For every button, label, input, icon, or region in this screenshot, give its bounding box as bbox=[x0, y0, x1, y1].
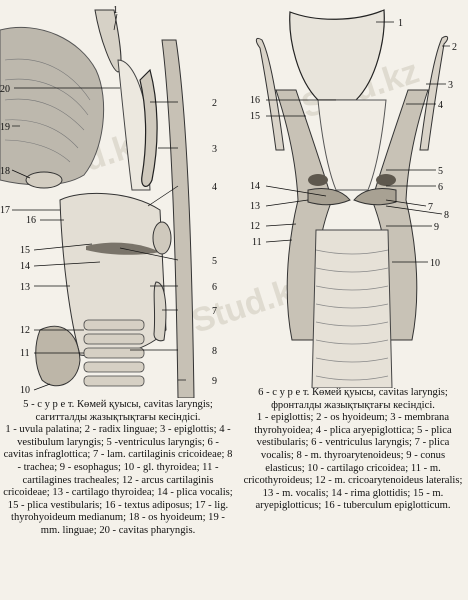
caption-heading: 5 - с у р е т. Көмей қуысы, cavitas lary… bbox=[23, 399, 213, 423]
label: 11 bbox=[20, 348, 30, 359]
label: 14 bbox=[20, 261, 30, 272]
pharyngeal-cavity bbox=[117, 59, 151, 191]
label: 13 bbox=[20, 282, 30, 293]
trachea bbox=[311, 229, 393, 388]
label: 3 bbox=[448, 80, 453, 91]
sagittal-section-figure: 1 2 3 4 5 6 7 8 9 10 11 12 13 14 15 16 1… bbox=[0, 5, 217, 398]
label: 15 bbox=[250, 111, 260, 122]
caption-heading: 6 - с у р е т. Көмей қуысы, cavitas lary… bbox=[258, 387, 448, 411]
label: 11 bbox=[252, 237, 262, 248]
figure-caption-right: 6 - с у р е т. Көмей қуысы, cavitas lary… bbox=[240, 387, 466, 513]
label: 9 bbox=[212, 376, 217, 387]
pharyngeal-wall bbox=[161, 39, 195, 398]
label: 8 bbox=[444, 210, 449, 221]
uvula bbox=[94, 9, 122, 73]
label: 7 bbox=[212, 306, 217, 317]
label: 5 bbox=[212, 256, 217, 267]
vocal-fold-right bbox=[353, 187, 397, 206]
cricoid-lamina bbox=[153, 281, 167, 342]
label: 4 bbox=[438, 100, 443, 111]
hyoid bbox=[25, 171, 63, 189]
label: 1 bbox=[113, 5, 118, 16]
label: 10 bbox=[430, 258, 440, 269]
label: 16 bbox=[250, 95, 260, 106]
label: 13 bbox=[250, 201, 260, 212]
figure-caption-left: 5 - с у р е т. Көмей қуысы, cavitas lary… bbox=[2, 399, 234, 538]
tracheal-rings bbox=[83, 319, 145, 387]
laryngeal-cavity bbox=[317, 99, 387, 191]
label: 15 bbox=[20, 245, 30, 256]
label: 7 bbox=[428, 202, 433, 213]
label: 18 bbox=[0, 166, 10, 177]
label: 17 bbox=[0, 205, 10, 216]
label: 5 bbox=[438, 166, 443, 177]
hyoid-right bbox=[419, 35, 449, 151]
label: 12 bbox=[20, 325, 30, 336]
label: 2 bbox=[212, 98, 217, 109]
ventricle-right bbox=[376, 174, 396, 186]
arytenoid bbox=[152, 221, 172, 255]
label: 6 bbox=[212, 282, 217, 293]
label: 2 bbox=[452, 42, 457, 53]
label: 12 bbox=[250, 221, 260, 232]
label: 19 bbox=[0, 122, 10, 133]
label: 9 bbox=[434, 222, 439, 233]
label: 3 bbox=[212, 144, 217, 155]
larynx bbox=[59, 193, 167, 357]
label: 4 bbox=[212, 182, 217, 193]
ventricle-left bbox=[308, 174, 328, 186]
label: 16 bbox=[26, 215, 36, 226]
label: 6 bbox=[438, 182, 443, 193]
label: 1 bbox=[398, 18, 403, 29]
frontal-section-figure: 1 2 3 4 5 6 7 8 9 10 11 12 13 14 15 16 bbox=[250, 9, 457, 388]
vocal-fold-left bbox=[307, 187, 351, 206]
caption-legend: 1 - uvula palatina; 2 - radix linguae; 3… bbox=[3, 424, 233, 536]
epiglottis bbox=[139, 68, 158, 187]
label: 20 bbox=[0, 84, 10, 95]
label: 10 bbox=[20, 385, 30, 396]
caption-legend: 1 - epiglottis; 2 - os hyoideum; 3 - mem… bbox=[243, 412, 463, 512]
tracheal-rings bbox=[315, 249, 389, 381]
label: 8 bbox=[212, 346, 217, 357]
hyoid-left bbox=[255, 37, 285, 151]
label: 14 bbox=[250, 181, 260, 192]
thyroid-gland bbox=[35, 325, 81, 387]
epiglottis bbox=[289, 9, 385, 101]
